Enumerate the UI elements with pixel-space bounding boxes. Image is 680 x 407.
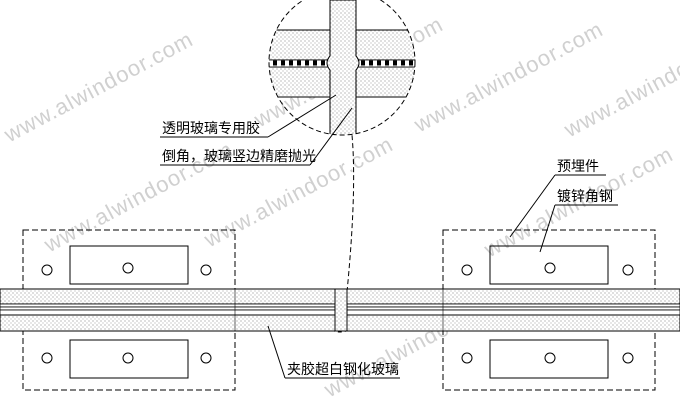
leader-lines: [160, 94, 618, 379]
laminated-glass-band: [0, 288, 680, 332]
label-embedded-part: 预埋件: [557, 159, 599, 175]
label-laminated-glass: 夹胶超白钢化玻璃: [287, 362, 399, 378]
label-angle-steel: 镀锌角钢: [557, 189, 613, 205]
detail-magnifier: [268, 0, 416, 136]
label-glue: 透明玻璃专用胶: [162, 121, 260, 137]
detail-connector: [346, 134, 355, 293]
label-edge: 倒角，玻璃竖边精磨抛光: [162, 149, 316, 165]
